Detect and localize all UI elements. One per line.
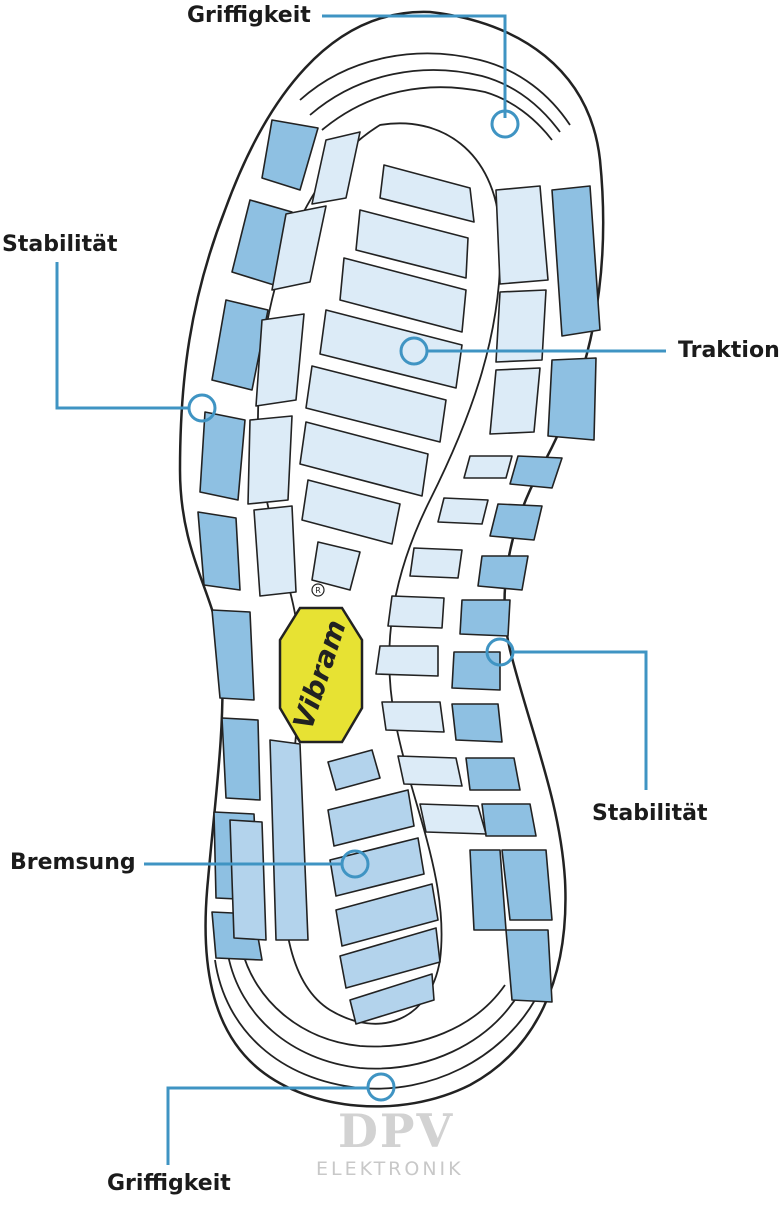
label-stability-left: Stabilität: [2, 232, 118, 257]
watermark-brand: DPV: [338, 1104, 455, 1158]
tread-lug: [253, 505, 297, 597]
tread-lug: [319, 309, 463, 389]
tread-lug: [349, 973, 435, 1025]
tread-lug: [469, 849, 507, 931]
tread-lug: [465, 757, 521, 791]
label-traction: Traktion: [678, 338, 780, 363]
tread-lug: [551, 185, 601, 337]
tread-lug: [311, 541, 361, 591]
tread-lug: [339, 257, 467, 333]
tread-lug: [495, 185, 549, 285]
tread-lug: [355, 209, 469, 279]
registered-mark-circle: [311, 583, 325, 597]
tread-lug: [397, 755, 463, 787]
tread-lug: [419, 803, 487, 835]
callout-marker-braking: [340, 849, 370, 879]
toe-contour-2: [309, 69, 561, 133]
tread-lug: [387, 595, 445, 629]
tread-lug: [379, 164, 475, 223]
heel-contour-3: [241, 949, 506, 1048]
tread-lug: [437, 497, 489, 525]
tread-lug: [261, 119, 319, 191]
tread-lug: [451, 651, 501, 691]
callout-line-grip-bottom: [166, 1086, 368, 1165]
tread-lug: [547, 357, 597, 441]
tread-lug: [339, 927, 441, 989]
tread-lug: [509, 455, 563, 489]
tread-lug: [327, 749, 381, 791]
tread-lug: [255, 313, 305, 407]
tread-lug: [489, 503, 543, 541]
tread-lug: [477, 555, 529, 591]
tread-lug: [495, 289, 547, 363]
tread-lug: [463, 455, 513, 479]
vibram-logo-badge: [278, 606, 364, 744]
tread-lug: [211, 609, 255, 701]
tread-lug: [335, 883, 439, 947]
label-grip-bottom: Griffigkeit: [107, 1171, 231, 1196]
tread-lug: [481, 803, 537, 837]
watermark-subtitle: ELEKTRONIK: [316, 1158, 464, 1180]
registered-mark-text: R: [315, 586, 321, 595]
tread-lug: [271, 205, 327, 291]
callout-line-grip-top: [322, 14, 507, 118]
tread-lug: [329, 837, 425, 897]
tread-lug: [459, 599, 511, 637]
tread-lug: [501, 849, 553, 921]
tread-lug: [409, 547, 463, 579]
tread-lug: [299, 421, 429, 497]
tread-lug: [375, 645, 439, 677]
tread-lug: [311, 131, 361, 205]
tread-lug: [451, 703, 503, 743]
vibram-logo: Vibram R: [278, 583, 364, 744]
callout-marker-stability-left: [187, 393, 217, 423]
tread-lug: [301, 479, 401, 545]
tread-lug: [505, 929, 553, 1003]
tread-lug: [211, 299, 269, 391]
tread-lug: [305, 365, 447, 443]
callout-lines: [55, 14, 666, 1165]
callout-marker-grip-bottom: [366, 1072, 396, 1102]
label-stability-right: Stabilität: [592, 801, 708, 826]
label-grip-top: Griffigkeit: [187, 3, 311, 28]
callout-line-stability-left: [55, 262, 190, 410]
heel-contour-2: [227, 954, 521, 1070]
toe-contour-1: [299, 52, 571, 126]
tread-lug: [221, 717, 261, 801]
tread-lug: [489, 367, 541, 435]
tread-lug: [247, 415, 293, 505]
callout-line-stability-right: [514, 650, 648, 790]
tread-lug: [199, 411, 246, 501]
tread-lugs: [197, 119, 601, 1025]
callout-marker-grip-top: [490, 109, 520, 139]
tread-lug: [381, 701, 445, 733]
callout-marker-stability-right: [485, 637, 515, 667]
toe-contour-3: [321, 86, 553, 141]
callout-marker-traction: [399, 336, 429, 366]
tread-lug: [327, 789, 415, 847]
inner-contour: [257, 122, 502, 1025]
tread-lug: [197, 511, 241, 591]
label-braking: Bremsung: [10, 850, 136, 875]
tread-lug: [229, 819, 267, 941]
tread-lug: [269, 739, 309, 941]
